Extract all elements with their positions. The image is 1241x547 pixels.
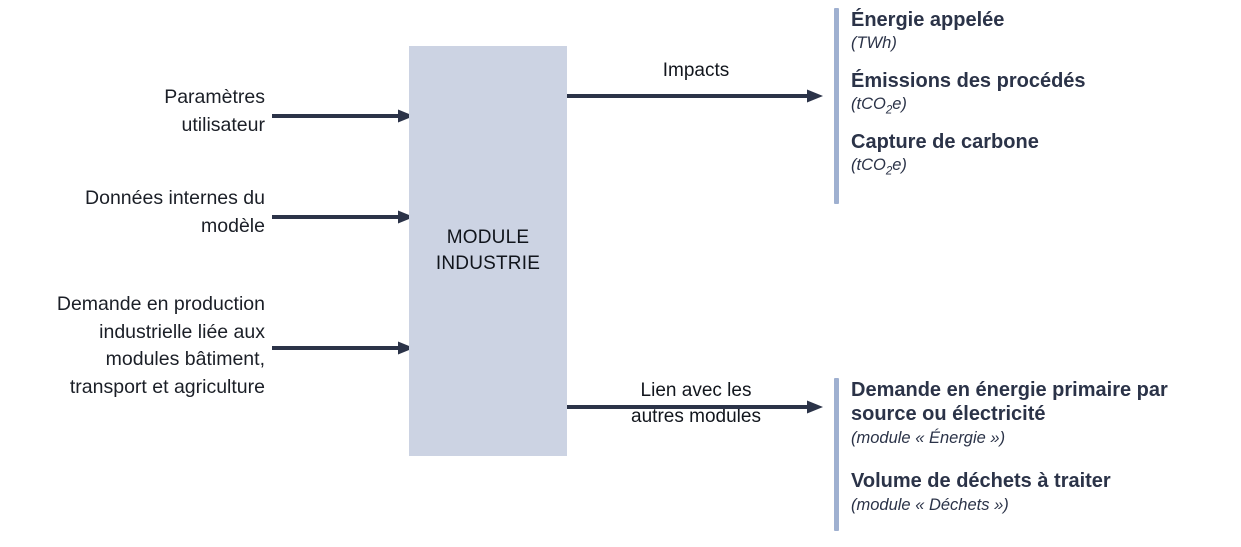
output-unit-prefix: (module « Énergie ») — [851, 428, 1006, 447]
input-label-parametres-utilisateur: Paramètres utilisateur — [164, 86, 265, 136]
output-group-impacts: Énergie appelée (TWh) Émissions des proc… — [851, 8, 1231, 177]
output-unit-subscript: 2 — [885, 165, 893, 178]
output-title: Capture de carbone — [851, 130, 1039, 153]
output-unit-prefix: (tCO — [851, 95, 886, 114]
output-unit: (tCO2e) — [851, 155, 1231, 178]
output-unit-prefix: (tCO — [851, 156, 886, 175]
output-item-emissions-procedes: Émissions des procédés (tCO2e) — [851, 69, 1231, 116]
input-arrow-donnees-internes — [272, 210, 414, 224]
input-arrow-demande-production — [272, 341, 414, 355]
flow-label-lien-autres-modules: Lien avec les autres modules — [631, 380, 761, 427]
output-unit: (tCO2e) — [851, 94, 1231, 117]
output-arrow-impacts — [567, 89, 823, 103]
input-label-donnees-internes: Données internes du modèle — [85, 187, 265, 237]
output-unit-suffix: e) — [892, 95, 907, 114]
output-title: Énergie appelée — [851, 9, 1005, 31]
output-arrow-lien-autres-modules — [567, 400, 823, 414]
input-label-demande-production: Demande en production industrielle liée … — [56, 293, 265, 399]
output-unit: (module « Énergie ») — [851, 428, 1236, 449]
output-unit-prefix: (TWh) — [851, 34, 897, 53]
output-title: Émissions des procédés — [851, 69, 1086, 92]
module-industrie-box[interactable]: MODULE INDUSTRIE — [409, 46, 567, 456]
accent-bar-impacts — [834, 8, 839, 204]
output-group-liens: Demande en énergie primaire par source o… — [851, 378, 1236, 516]
output-unit: (module « Déchets ») — [851, 495, 1236, 516]
input-arrow-parametres — [272, 109, 414, 123]
output-item-volume-dechets: Volume de déchets à traiter (module « Dé… — [851, 469, 1236, 516]
output-item-energie-appelee: Énergie appelée (TWh) — [851, 8, 1231, 55]
output-title: Demande en énergie primaire par source o… — [851, 379, 1168, 426]
output-unit-suffix: e) — [892, 156, 907, 175]
flow-label-impacts: Impacts — [662, 60, 730, 81]
output-item-demande-energie-primaire: Demande en énergie primaire par source o… — [851, 378, 1236, 449]
module-industrie-label: MODULE INDUSTRIE — [435, 227, 541, 274]
accent-bar-liens — [834, 378, 839, 531]
output-unit: (TWh) — [851, 33, 1231, 54]
output-unit-prefix: (module « Déchets ») — [851, 495, 1009, 514]
output-title: Volume de déchets à traiter — [851, 470, 1111, 493]
output-item-capture-carbone: Capture de carbone (tCO2e) — [851, 130, 1231, 177]
output-unit-subscript: 2 — [885, 104, 893, 117]
